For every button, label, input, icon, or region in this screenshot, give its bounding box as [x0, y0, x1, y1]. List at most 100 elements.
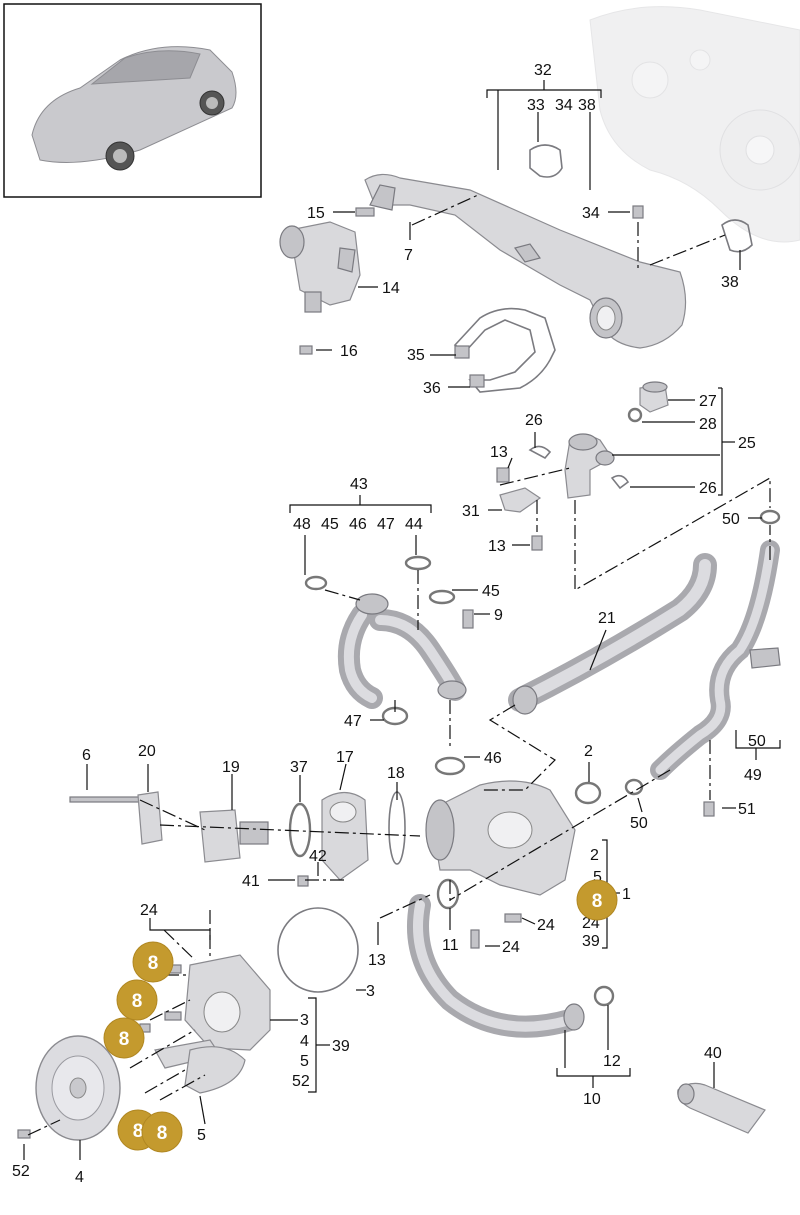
- label-37: 37: [290, 759, 308, 776]
- label-34b: 34: [582, 205, 600, 222]
- label-13: 13: [490, 444, 508, 461]
- label-1: 1: [622, 886, 631, 903]
- label-39b: 39: [332, 1038, 350, 1055]
- bolt-34: [632, 205, 644, 219]
- badge-8-pump-3: 8: [103, 1017, 145, 1059]
- label-3: 3: [366, 983, 375, 1000]
- label-40: 40: [704, 1045, 722, 1062]
- label-14: 14: [382, 280, 400, 297]
- label-32: 32: [534, 62, 552, 79]
- badge-8-right: 8: [576, 879, 618, 921]
- label-26b: 26: [699, 480, 717, 497]
- car-thumbnail: [3, 3, 262, 198]
- label-5c: 5: [197, 1127, 206, 1144]
- label-5: 5: [593, 869, 602, 886]
- pulley-4: [17, 1035, 121, 1141]
- label-19: 19: [222, 759, 240, 776]
- svg-text:8: 8: [119, 1029, 130, 1050]
- label-24: 24: [537, 917, 555, 934]
- engine-background: [589, 6, 800, 243]
- label-7: 7: [404, 247, 413, 264]
- label-41: 41: [242, 873, 260, 890]
- label-44: 44: [405, 516, 423, 533]
- label-18: 18: [387, 765, 405, 782]
- label-52b: 52: [12, 1163, 30, 1180]
- label-2b: 2: [590, 847, 599, 864]
- hose-21: [508, 553, 717, 715]
- label-46b: 46: [484, 750, 502, 767]
- gasket-38: [721, 219, 753, 253]
- label-39: 39: [582, 933, 600, 950]
- label-12: 12: [603, 1053, 621, 1070]
- label-38b: 38: [721, 274, 739, 291]
- label-35: 35: [407, 347, 425, 364]
- hose-49: [650, 509, 781, 817]
- svg-text:8: 8: [133, 1121, 144, 1142]
- badge-8-pump-2: 8: [116, 979, 158, 1021]
- label-45: 45: [321, 516, 339, 533]
- label-46: 46: [349, 516, 367, 533]
- label-4b: 4: [75, 1169, 84, 1186]
- label-49: 49: [744, 767, 762, 784]
- svg-text:8: 8: [148, 953, 159, 974]
- label-13c: 13: [368, 952, 386, 969]
- label-15: 15: [307, 205, 325, 222]
- label-25: 25: [738, 435, 756, 452]
- label-50b: 50: [748, 733, 766, 750]
- label-17: 17: [336, 749, 354, 766]
- water-pump-housing-1: [425, 778, 644, 949]
- label-4: 4: [300, 1033, 309, 1050]
- gasket-33: [529, 144, 563, 178]
- label-3b: 3: [300, 1012, 309, 1029]
- svg-text:8: 8: [157, 1123, 168, 1144]
- label-24c: 24: [502, 939, 520, 956]
- label-47: 47: [377, 516, 395, 533]
- label-34: 34: [555, 97, 573, 114]
- label-51: 51: [738, 801, 756, 818]
- label-24d: 24: [140, 902, 158, 919]
- label-48: 48: [293, 516, 311, 533]
- hose-43: [304, 555, 474, 776]
- label-28: 28: [699, 416, 717, 433]
- badge-8-pulley-2: 8: [141, 1111, 183, 1153]
- label-11: 11: [442, 937, 459, 954]
- water-pump: [139, 907, 359, 1094]
- label-43: 43: [350, 476, 368, 493]
- label-5b: 5: [300, 1053, 309, 1070]
- callout-lines: [23, 80, 781, 1160]
- coolant-valve: [279, 221, 361, 313]
- label-36: 36: [423, 380, 441, 397]
- label-47b: 47: [344, 713, 362, 730]
- label-45b: 45: [482, 583, 500, 600]
- label-20: 20: [138, 743, 156, 760]
- label-50: 50: [722, 511, 740, 528]
- label-27: 27: [699, 393, 717, 410]
- thermostat-row: [69, 791, 406, 887]
- badge-8-pump-1: 8: [132, 941, 174, 983]
- label-13b: 13: [488, 538, 506, 555]
- label-26: 26: [525, 412, 543, 429]
- label-6: 6: [82, 747, 91, 764]
- label-38: 38: [578, 97, 596, 114]
- pipe-40: [677, 1082, 766, 1134]
- label-21: 21: [598, 610, 616, 627]
- hose-10: [407, 894, 615, 1038]
- label-2: 2: [584, 743, 593, 760]
- label-9: 9: [494, 607, 503, 624]
- svg-text:8: 8: [132, 991, 143, 1012]
- coolant-manifold: [364, 173, 687, 349]
- part-labels: 32 33 34 38 15 7 34 38 14 16 35 36 27 28…: [12, 62, 766, 1186]
- label-42: 42: [309, 848, 327, 865]
- label-52: 52: [292, 1073, 310, 1090]
- thermostat-housing: [496, 381, 669, 551]
- mounting-bracket: [453, 307, 556, 393]
- bolt-16: [299, 345, 313, 355]
- svg-text:8: 8: [592, 891, 603, 912]
- label-10: 10: [583, 1091, 601, 1108]
- label-50c: 50: [630, 815, 648, 832]
- label-33: 33: [527, 97, 545, 114]
- bolt-15: [355, 207, 375, 217]
- label-31: 31: [462, 503, 480, 520]
- label-16: 16: [340, 343, 358, 360]
